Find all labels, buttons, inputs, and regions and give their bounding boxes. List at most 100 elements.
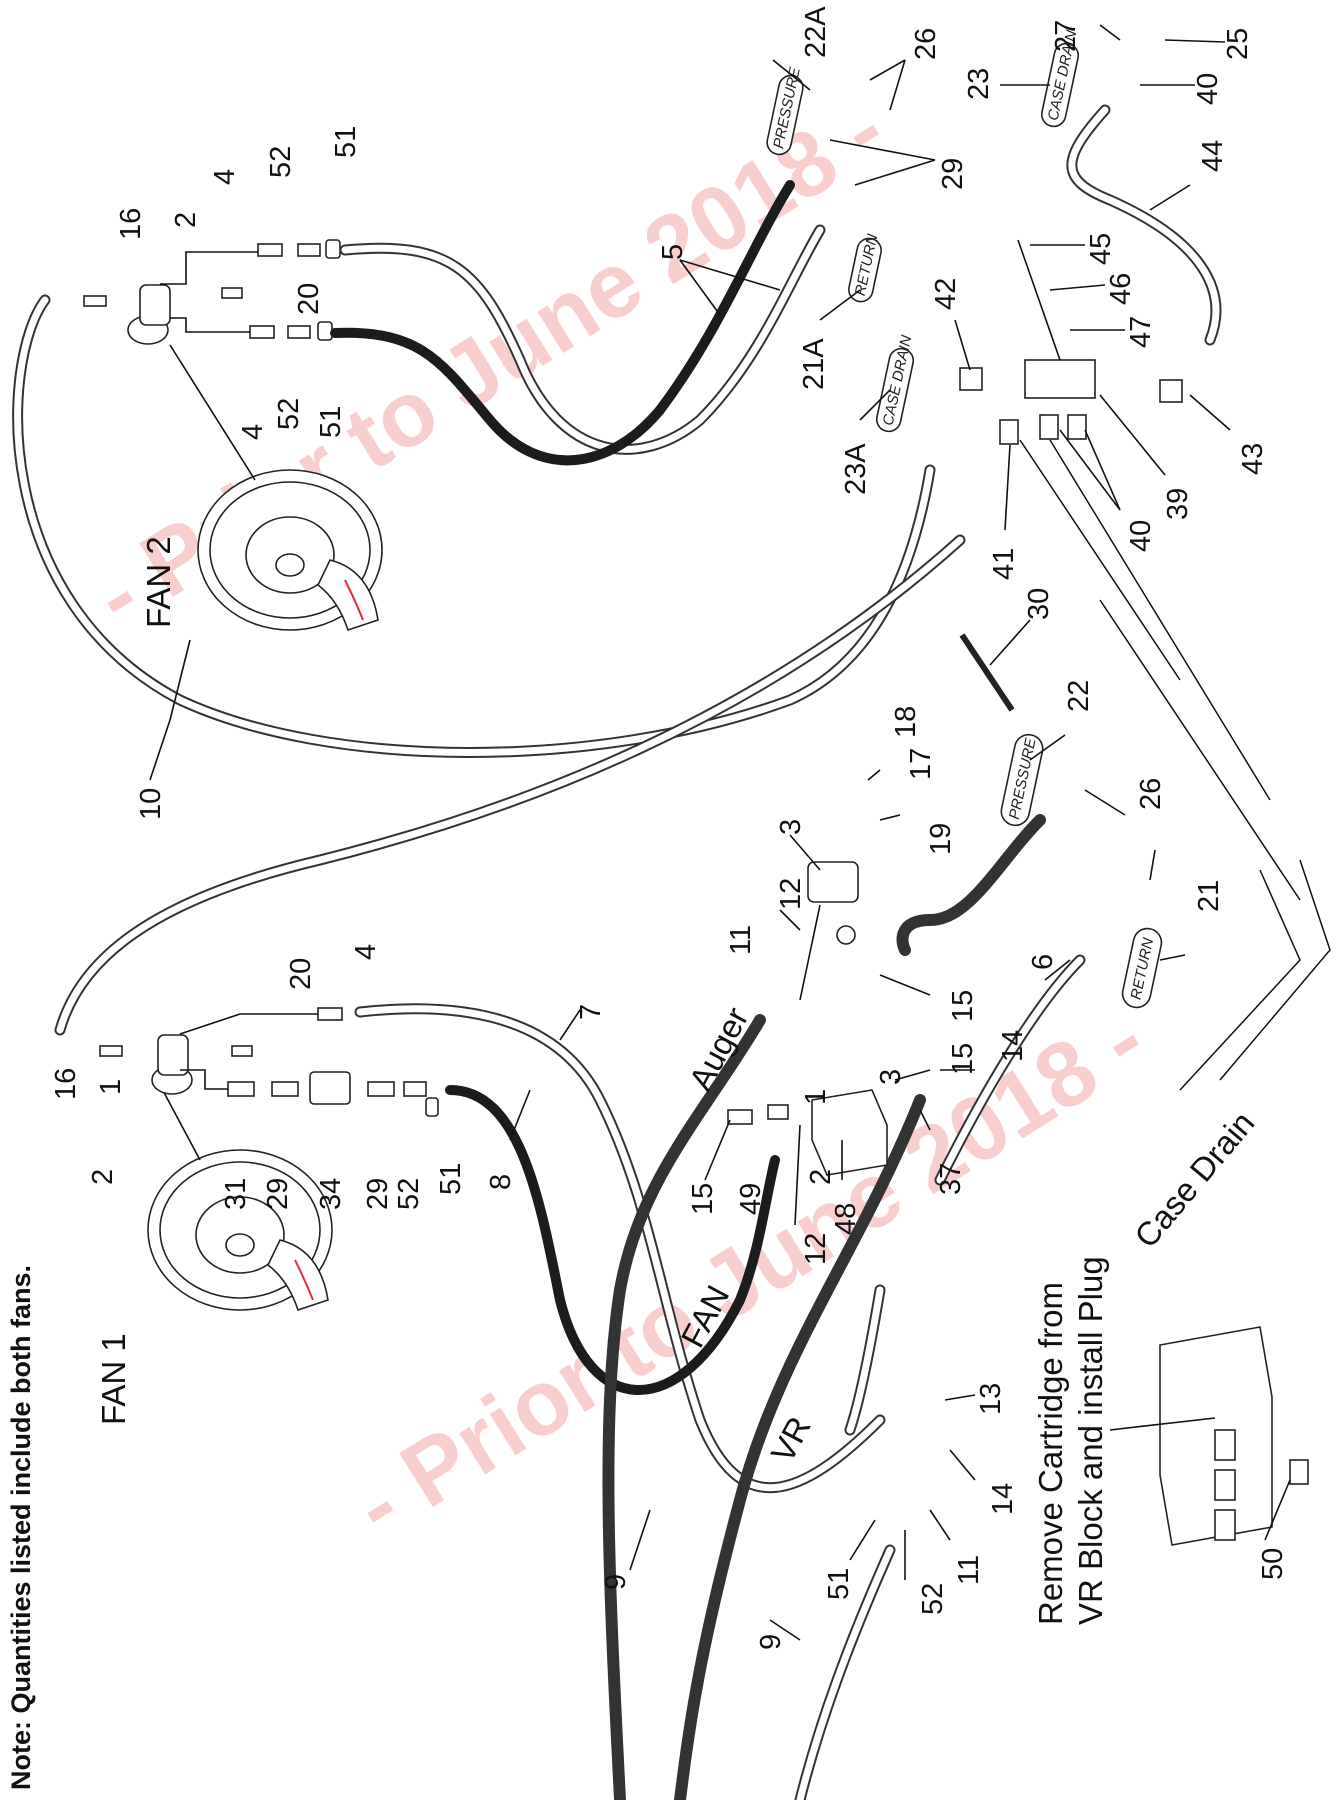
fitting-29a xyxy=(271,1081,299,1097)
tag-23-shape xyxy=(1040,42,1080,128)
block-48-body xyxy=(811,1089,888,1176)
fitting-52-bottom xyxy=(287,325,311,339)
leader-5-1 xyxy=(679,259,721,316)
leader-15a xyxy=(879,974,931,996)
leader-23a xyxy=(859,389,891,421)
vr-cartridge-1 xyxy=(1214,1429,1236,1461)
fan-2-assembly xyxy=(169,344,383,632)
fan-1-outlet xyxy=(266,1239,329,1312)
leader-29-1 xyxy=(829,139,936,161)
leader-18 xyxy=(867,769,881,781)
leader-43 xyxy=(1189,394,1231,431)
leader-6 xyxy=(1044,959,1071,981)
callout-50: 50 xyxy=(1257,1548,1289,1580)
callout-3a: 3 xyxy=(775,819,807,835)
callout-27: 27 xyxy=(1050,20,1082,52)
leader-41 xyxy=(1004,444,1011,531)
callout-14a: 14 xyxy=(997,1030,1029,1062)
plug-50 xyxy=(1289,1459,1309,1485)
fan-2-motor xyxy=(83,284,243,345)
label-fan-2: FAN 2 xyxy=(140,536,177,628)
tag-21-shape xyxy=(1121,927,1163,1009)
callout-fan1-16: 16 xyxy=(50,1068,82,1100)
block-48 xyxy=(727,1089,888,1176)
fan-2-top-fittings xyxy=(160,239,341,341)
leader-7 xyxy=(559,1009,581,1041)
fan-1-fitting-16 xyxy=(99,1045,123,1057)
instruction-leader xyxy=(1109,1417,1216,1431)
case-drain-guide-5 xyxy=(1219,859,1331,1081)
rod-30 xyxy=(959,633,1015,712)
callout-6: 6 xyxy=(1027,954,1059,970)
callout-23a: 23A xyxy=(840,443,872,495)
callout-21: 21 xyxy=(1193,880,1225,912)
leader-40b-1 xyxy=(1059,429,1121,511)
fan-1-fitting-20 xyxy=(231,1045,253,1057)
fitting-49 xyxy=(767,1104,789,1120)
fitting-29b xyxy=(367,1081,395,1097)
fan-1-motor-link xyxy=(159,1084,201,1161)
fan-2-outlet xyxy=(316,559,379,632)
callout-45: 45 xyxy=(1085,233,1117,265)
leader-10-1 xyxy=(149,719,171,781)
hose-vr-short-inner xyxy=(846,1286,884,1434)
callout-26b: 26 xyxy=(1135,778,1167,810)
instruction-line-1: Remove Cartridge from xyxy=(1032,1282,1069,1625)
callout-fan1-2: 2 xyxy=(87,1169,119,1185)
callout-fan1-34: 34 xyxy=(315,1178,347,1210)
fitting-31 xyxy=(227,1081,255,1097)
fan-2-red-mark xyxy=(344,579,364,621)
leader-51c xyxy=(849,1519,876,1561)
fan-1-fitting-4 xyxy=(317,1007,343,1021)
callout-49: 49 xyxy=(735,1183,767,1215)
hose-5-dark xyxy=(330,180,795,466)
leader-22a xyxy=(772,59,811,91)
hose-6-return-inner xyxy=(936,956,1084,1184)
hose-44-inner xyxy=(1068,106,1220,344)
fan-2-motor-link xyxy=(169,344,256,481)
leader-8 xyxy=(509,1089,531,1141)
callout-fan1-4: 4 xyxy=(350,944,382,960)
fan-2-fitting-20 xyxy=(221,287,243,299)
leader-9b xyxy=(769,1619,801,1641)
tee-block-3-body xyxy=(807,861,859,903)
callout-14b: 14 xyxy=(987,1483,1019,1515)
case-drain-guide-4 xyxy=(1179,869,1301,1091)
hose-10-lower-inner xyxy=(56,536,964,1034)
fan-2-upper-link xyxy=(160,251,258,285)
tag-21a-shape xyxy=(848,237,882,303)
vr-manifold xyxy=(1109,1326,1309,1546)
vr-cartridge-2 xyxy=(1214,1469,1236,1501)
tag-22: PRESSURE xyxy=(1000,733,1044,827)
manifold-39 xyxy=(959,239,1183,445)
callout-hose-7: 7 xyxy=(575,1004,607,1020)
callout-15a: 15 xyxy=(947,990,979,1022)
callout-hose-5: 5 xyxy=(657,244,689,260)
leader-13 xyxy=(944,1394,976,1401)
leader-27 xyxy=(1099,24,1121,41)
leader-42 xyxy=(954,319,971,371)
callout-26a: 26 xyxy=(910,28,942,60)
fan-1-motor-body xyxy=(157,1034,189,1076)
note-text: Note: Quantities listed include both fan… xyxy=(6,1265,36,1790)
tee-block-3 xyxy=(799,861,859,1001)
instruction-line-2: VR Block and install Plug xyxy=(1072,1256,1109,1625)
callout-23: 23 xyxy=(963,68,995,100)
fitting-15c xyxy=(727,1109,753,1125)
leader-22 xyxy=(1029,734,1066,761)
callout-17: 17 xyxy=(905,748,937,780)
fitting-51-bottom xyxy=(317,321,333,341)
callout-19: 19 xyxy=(925,823,957,855)
callout-37: 37 xyxy=(935,1163,967,1195)
callout-25: 25 xyxy=(1222,28,1254,60)
leader-3a xyxy=(789,834,821,871)
callout-11b: 11 xyxy=(953,1555,985,1585)
leader-29-2 xyxy=(854,159,936,186)
callout-52c: 52 xyxy=(917,1583,949,1615)
callout-fan2-4b: 4 xyxy=(237,424,269,440)
callout-fan1-20: 20 xyxy=(285,958,317,990)
callout-46: 46 xyxy=(1105,273,1137,305)
callout-21a: 21A xyxy=(798,338,830,390)
callout-3b: 3 xyxy=(875,1069,907,1085)
leader-5-2 xyxy=(679,259,781,291)
